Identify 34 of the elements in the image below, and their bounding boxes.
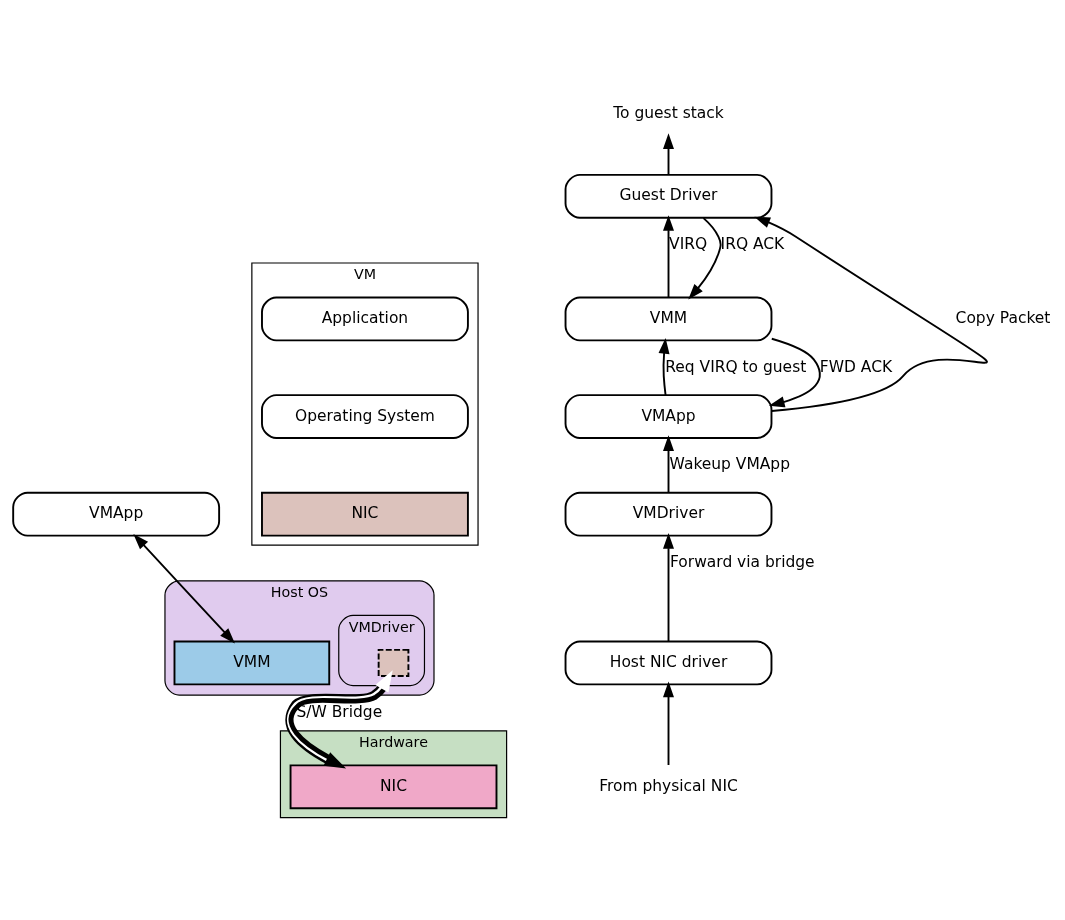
node-box: VMM (564, 296, 773, 342)
arrow (658, 338, 670, 396)
edge-label: Forward via bridge (670, 553, 815, 572)
arrow (768, 337, 821, 408)
node-box: Host NIC driver (564, 640, 773, 686)
edge-label: Req VIRQ to guest (665, 357, 807, 376)
cluster: VMDriver (338, 614, 426, 687)
node-box: VMApp (564, 394, 773, 439)
node-text: From physical NIC (599, 776, 738, 795)
node-box: VMM (173, 640, 331, 686)
arrow (663, 215, 674, 299)
node-box: Guest Driver (564, 173, 773, 219)
arrow (133, 533, 235, 644)
arrow (754, 216, 988, 412)
edge-label: Copy Packet (955, 308, 1051, 327)
edge-label: Wakeup VMApp (669, 455, 791, 474)
edge-label: FWD ACK (819, 357, 893, 376)
arrow (663, 681, 674, 766)
edge-label: S/W Bridge (296, 703, 383, 722)
edge-label: IRQ ACK (720, 235, 785, 254)
arrow (688, 217, 722, 300)
node-box (377, 648, 410, 677)
arrow (663, 435, 674, 494)
arrow (285, 670, 393, 769)
node-box: Operating System (261, 394, 469, 439)
node-text: To guest stack (613, 104, 724, 123)
edge-label: VIRQ (669, 235, 708, 254)
arrow (663, 533, 674, 643)
node-box: Application (261, 296, 469, 342)
node-box: NIC (261, 491, 469, 537)
node-box: NIC (289, 764, 498, 810)
node-box: VMDriver (564, 491, 773, 537)
node-box: VMApp (12, 491, 221, 537)
arrow (663, 133, 674, 176)
